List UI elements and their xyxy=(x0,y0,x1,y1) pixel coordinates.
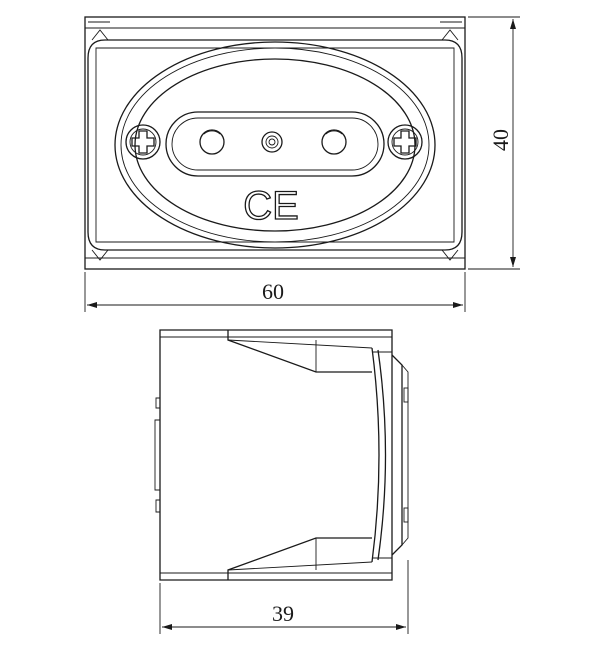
center-pin-core xyxy=(268,138,276,146)
inner-oval xyxy=(134,58,416,232)
center-pin-inner xyxy=(265,135,279,149)
outer-oval xyxy=(114,41,436,249)
bottom-wedge xyxy=(227,537,372,580)
flange-detail-bottom xyxy=(403,507,409,523)
dim-width-label: 60 xyxy=(262,279,284,304)
back-tab-3 xyxy=(155,499,160,513)
front-face-curve-inner xyxy=(371,347,380,563)
front-face-flange xyxy=(391,354,403,556)
front-outer-frame xyxy=(84,16,466,270)
front-height-dimension: 40 xyxy=(468,16,520,270)
latch-top-left xyxy=(91,29,109,41)
screw-right-icon xyxy=(387,124,423,160)
front-inner-plate xyxy=(87,39,463,251)
top-wedge xyxy=(227,330,372,373)
top-wedge-ridge xyxy=(227,339,373,349)
socket-slot xyxy=(165,111,385,177)
pin-hole-right xyxy=(321,129,347,155)
side-view xyxy=(154,329,409,581)
back-tab-2 xyxy=(154,419,160,491)
side-depth-dimension: 39 xyxy=(159,560,409,634)
ce-mark: CE xyxy=(243,184,299,228)
pin-hole-left-shade xyxy=(203,130,221,135)
outer-oval-inner-edge xyxy=(120,47,430,243)
side-body-outline xyxy=(159,329,393,581)
pin-hole-right-shade xyxy=(325,130,343,135)
latch-bottom-right xyxy=(441,249,459,261)
front-view: CE xyxy=(84,16,466,270)
dim-depth-label: 39 xyxy=(272,601,294,626)
center-pin-ring xyxy=(261,131,283,153)
socket-slot-inner xyxy=(171,117,379,171)
latch-top-right xyxy=(441,29,459,41)
front-face-curve-mid xyxy=(377,349,387,561)
front-width-dimension: 60 xyxy=(84,272,466,312)
latch-bottom-left xyxy=(91,249,109,261)
bottom-wedge-ridge xyxy=(227,561,373,571)
screw-left-icon xyxy=(125,124,161,160)
dim-height-label: 40 xyxy=(488,129,513,151)
front-plate-bevel xyxy=(95,47,455,243)
back-tab-1 xyxy=(155,397,160,409)
front-face-edge xyxy=(401,364,409,546)
pin-hole-left xyxy=(199,129,225,155)
flange-detail-top xyxy=(403,387,409,403)
